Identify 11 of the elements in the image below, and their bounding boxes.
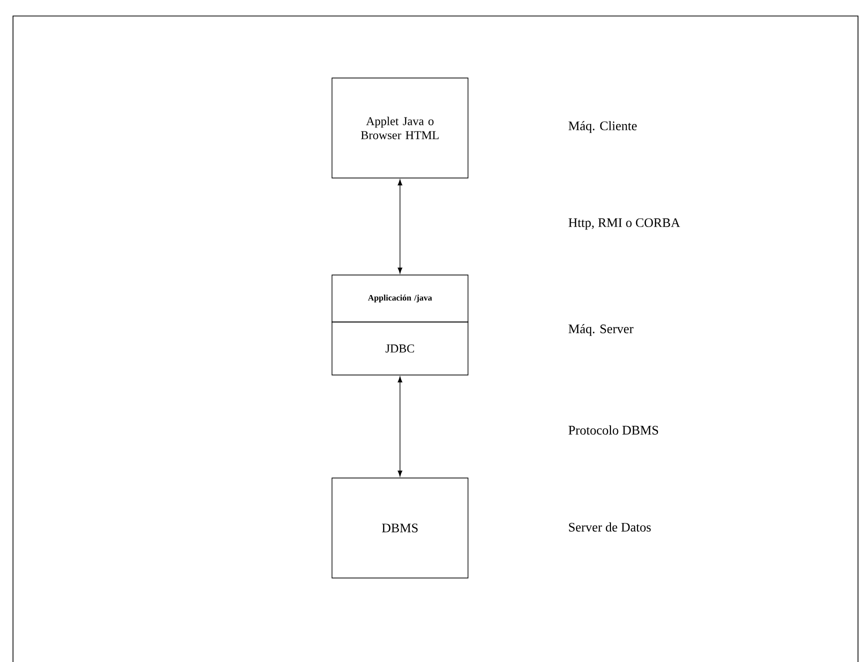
arrow bbox=[398, 180, 402, 274]
arrow bbox=[398, 376, 402, 476]
process-box: Applet Java o Browser HTML bbox=[332, 78, 468, 178]
tier-label: Http, RMI o CORBA bbox=[568, 218, 680, 230]
tier-label: Protocolo DBMS bbox=[568, 425, 658, 435]
tier-label: Máq. Server bbox=[568, 324, 634, 336]
process-box: JDBC bbox=[332, 322, 468, 376]
process-box: DBMS bbox=[332, 478, 468, 578]
process-box: Applicación /java bbox=[332, 274, 468, 322]
tier-label: Server de Datos bbox=[569, 522, 651, 532]
tier-label: Máq. Cliente bbox=[568, 121, 637, 133]
